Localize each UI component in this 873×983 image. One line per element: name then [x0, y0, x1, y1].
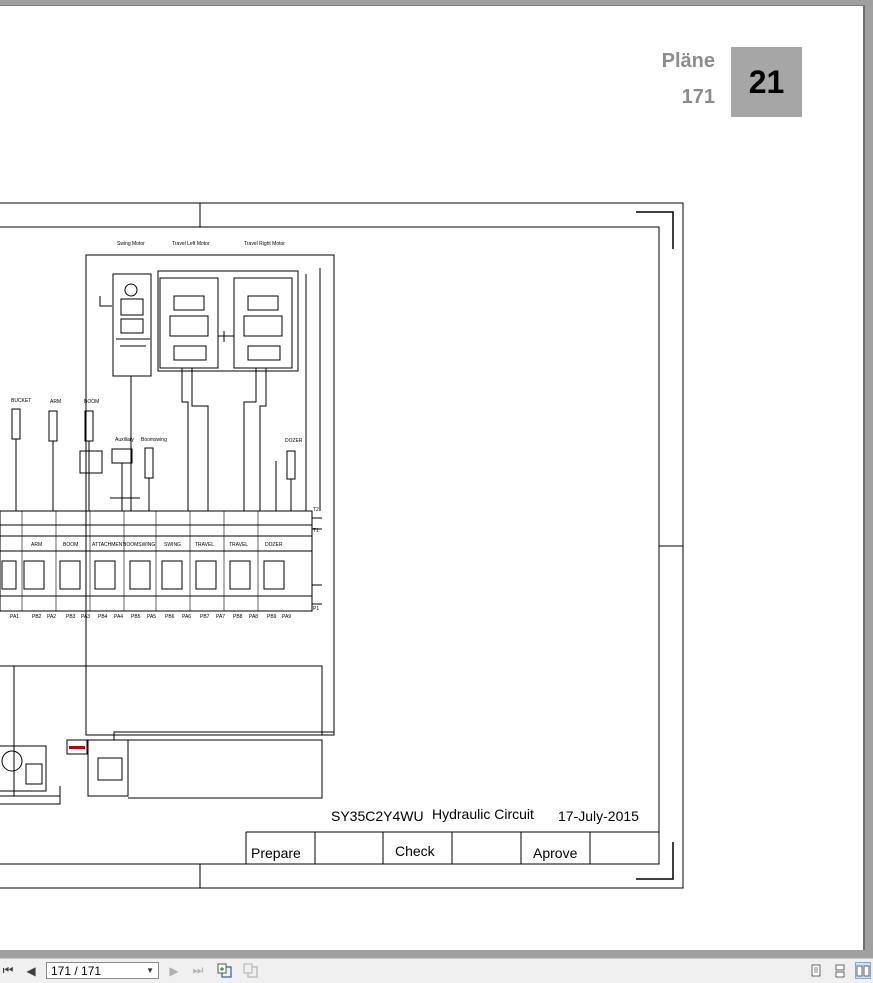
travel-right-motor-block	[233, 277, 293, 369]
port-label: PA6	[182, 614, 191, 620]
valve-spools	[1, 560, 285, 590]
previous-page-icon[interactable]: ◀	[26, 963, 36, 978]
go-forward-view-icon[interactable]	[242, 962, 260, 979]
bucket-cylinder	[11, 408, 21, 440]
continuous-view-icon[interactable]	[832, 962, 848, 979]
port-label: PB8	[233, 614, 243, 620]
boom-label: BOOM	[84, 399, 99, 405]
port-label: PA4	[114, 614, 123, 620]
port-label: PB6	[165, 614, 175, 620]
auxiliary-label: Auxiliary	[115, 437, 134, 443]
model-code: SY35C2Y4WU	[331, 808, 424, 824]
arm-label: ARM	[50, 399, 61, 405]
dozer-section-label: DOZER	[265, 542, 283, 548]
check-label: Check	[395, 843, 436, 859]
prepare-label: Prepare	[251, 845, 301, 861]
aprove-label: Aprove	[533, 845, 578, 861]
port-label: PA9	[282, 614, 291, 620]
port-label: PB5	[131, 614, 141, 620]
port-label: PA7	[216, 614, 225, 620]
travel-left-section-label: TRAVEL	[195, 542, 214, 548]
t1-label: T1	[313, 528, 319, 534]
port-label: PA3	[81, 614, 90, 620]
go-back-view-icon[interactable]	[216, 962, 234, 979]
chapter-badge: 21	[731, 47, 802, 117]
drawing-title: Hydraulic Circuit	[432, 806, 534, 822]
bucket-label: BUCKET	[11, 398, 31, 404]
page-number: 171	[681, 86, 715, 108]
port-label: PB7	[200, 614, 210, 620]
filter-element	[66, 739, 88, 755]
boom-section-label: BOOM	[63, 542, 78, 548]
p1-label: P1	[313, 606, 319, 612]
port-label: PA2	[47, 614, 56, 620]
section-title: Pläne	[661, 50, 715, 72]
last-page-icon[interactable]: ⏭	[192, 963, 204, 977]
inner-frame	[0, 226, 660, 865]
swing-motor-block	[112, 273, 152, 377]
boomswing-section-label: BOOMSWING	[123, 542, 155, 548]
chevron-down-icon[interactable]: ▼	[146, 966, 154, 975]
single-page-view-icon[interactable]	[808, 962, 824, 979]
next-page-icon[interactable]: ▶	[169, 963, 179, 978]
port-label: PA8	[249, 614, 258, 620]
filter-indicator	[69, 746, 85, 749]
viewer-toolbar: ⏮ ◀ 171 / 171 ▼ ▶ ⏭	[0, 958, 873, 983]
document-page: Pläne 171 21	[0, 5, 865, 950]
travel-left-motor-label: Travel Left Motor	[172, 241, 210, 247]
swing-motor-label: Swing Motor	[117, 241, 145, 247]
page-indicator-field[interactable]: 171 / 171 ▼	[46, 962, 159, 979]
arm-cylinder	[48, 410, 58, 442]
arm-section-label: ARM	[31, 542, 42, 548]
travel-right-motor-label: Travel Right Motor	[244, 241, 285, 247]
travel-left-motor-block	[159, 277, 219, 369]
port-label: PB2	[32, 614, 42, 620]
swing-section-label: SWING	[164, 542, 181, 548]
page-indicator-text: 171 / 171	[51, 963, 102, 978]
dozer-label: DOZER	[285, 438, 303, 444]
travel-right-section-label: TRAVEL	[229, 542, 248, 548]
drawing-date: 17-July-2015	[558, 808, 639, 824]
boomswing-label: Boomswing	[141, 437, 167, 443]
boomswing-cylinder	[144, 447, 154, 479]
hydraulic-schematic: Swing Motor Travel Left Motor Travel Rig…	[0, 202, 684, 889]
port-label: PB9	[267, 614, 277, 620]
attachment-section-label: ATTACHMENT	[92, 542, 125, 548]
first-page-icon[interactable]: ⏮	[2, 963, 14, 977]
dozer-cylinder	[286, 450, 296, 480]
port-label: PB3	[66, 614, 76, 620]
facing-pages-view-icon[interactable]	[855, 962, 871, 979]
port-label: PA5	[147, 614, 156, 620]
port-label: PB4	[98, 614, 108, 620]
motor-enclosure	[85, 254, 335, 736]
t2-label: T2	[313, 507, 319, 513]
port-label: PA1	[10, 614, 19, 620]
